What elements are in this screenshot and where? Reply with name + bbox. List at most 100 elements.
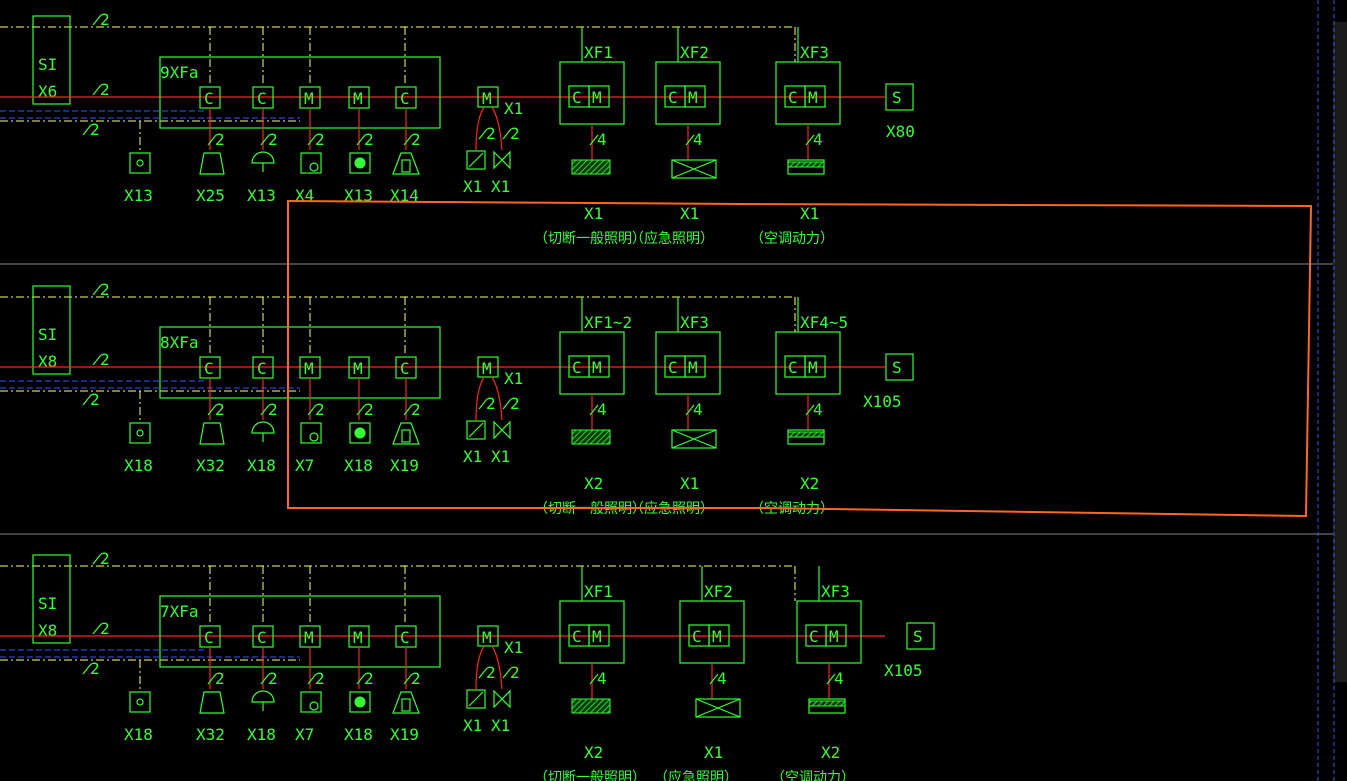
- wire-tick: [82, 394, 92, 406]
- panel-qty-label: X2: [584, 743, 603, 762]
- branch-wire: [491, 645, 503, 690]
- wire-tick: [403, 134, 413, 146]
- wire-count-label: 2: [486, 394, 496, 413]
- module-box-label: 9XFa: [160, 63, 199, 82]
- fire-panel-device-icon: [392, 691, 420, 714]
- wire-count-label: 2: [510, 663, 520, 682]
- module-block-label: C: [257, 628, 267, 647]
- wire-tick: [92, 84, 102, 96]
- panel-c-label: C: [692, 627, 702, 646]
- terminal-s-box: [885, 353, 914, 381]
- panel-label: XF3: [680, 313, 709, 332]
- lighting-cutoff-icon: [571, 159, 611, 175]
- wire-tick: [478, 667, 488, 679]
- panel-desc-label: （切断一般照明）: [534, 770, 646, 781]
- device-count-label: X1: [491, 177, 510, 196]
- wire-count-label: 4: [717, 669, 727, 688]
- panel-qty-label: X1: [680, 474, 699, 493]
- input-count-label: X14: [390, 186, 419, 205]
- panel-c-label: C: [668, 358, 678, 377]
- wire-count-label: 2: [364, 130, 374, 149]
- button-dot-icon: [354, 696, 366, 708]
- wire-tick: [260, 673, 270, 685]
- module-block-label: C: [204, 359, 214, 378]
- lighting-cutoff-icon: [571, 429, 611, 445]
- terminal-count-label: X105: [884, 661, 923, 680]
- panel-qty-label: X1: [680, 204, 699, 223]
- si-label: SI: [38, 594, 57, 613]
- input-count-label: X13: [247, 186, 276, 205]
- panel-m-block: [684, 355, 706, 378]
- branch-wire: [475, 106, 485, 151]
- button-device-icon: [349, 691, 371, 713]
- actuator-count-label: X1: [504, 369, 523, 388]
- valve-device-icon: [493, 420, 511, 440]
- input-count-label: X18: [247, 456, 276, 475]
- terminal-s-label: S: [913, 627, 923, 646]
- wire-tick: [589, 134, 599, 146]
- sensor-device-icon: [129, 691, 151, 713]
- fire-panel-device-icon: [392, 422, 420, 445]
- si-box: [32, 15, 71, 105]
- bell-device-icon: [251, 421, 275, 434]
- panel-m-block: [708, 624, 730, 647]
- speaker-device-icon: [199, 422, 225, 445]
- si-label: SI: [38, 55, 57, 74]
- fire-panel-door-icon: [401, 698, 411, 712]
- branch-wire: [475, 376, 485, 421]
- wire-count-label: 4: [597, 669, 607, 688]
- wire-tick: [356, 673, 366, 685]
- actuator-block: [477, 356, 499, 378]
- emergency-cross-icon: [671, 429, 717, 449]
- module-block-label: M: [353, 359, 363, 378]
- panel-m-label: M: [808, 358, 818, 377]
- wire-count-label: 4: [693, 400, 703, 419]
- wire-tick: [307, 404, 317, 416]
- wire-tick: [260, 134, 270, 146]
- panel-c-label: C: [572, 627, 582, 646]
- panel-desc-label: （切断一般照明）: [534, 501, 646, 517]
- speaker-device-icon: [199, 152, 225, 175]
- si-label: SI: [38, 325, 57, 344]
- sensor-dot-icon: [136, 159, 144, 167]
- panel-label: XF1: [584, 582, 613, 601]
- wire-count-label: 2: [100, 10, 110, 29]
- input-count-label: X18: [247, 725, 276, 744]
- input-count-label: X32: [196, 725, 225, 744]
- panel-qty-label: X1: [704, 743, 723, 762]
- wire-count-label: 2: [215, 130, 225, 149]
- panel-m-block: [684, 85, 706, 108]
- panel-m-label: M: [808, 88, 818, 107]
- switch-device-icon: [466, 150, 486, 170]
- sensor-device-icon: [129, 152, 151, 174]
- module-box-label: 8XFa: [160, 333, 199, 352]
- input-count-label: X19: [390, 456, 419, 475]
- panel-m-block: [588, 85, 610, 108]
- si-box: [32, 285, 71, 375]
- panel-c-label: C: [788, 358, 798, 377]
- panel-qty-label: X1: [800, 204, 819, 223]
- branch-wire: [491, 376, 503, 421]
- module-block-label: M: [304, 359, 314, 378]
- wire-count-label: 2: [486, 663, 496, 682]
- wire-tick: [502, 667, 512, 679]
- panel-m-label: M: [688, 358, 698, 377]
- wire-count-label: 2: [268, 130, 278, 149]
- panel-c-label: C: [788, 88, 798, 107]
- wire-tick: [82, 663, 92, 675]
- branch-wire: [475, 645, 485, 690]
- panel-m-label: M: [592, 627, 602, 646]
- vertical-scrollbar[interactable]: [1333, 22, 1347, 682]
- wire-tick: [589, 673, 599, 685]
- panel-m-block: [825, 624, 847, 647]
- wire-tick: [403, 404, 413, 416]
- panel-m-block: [588, 355, 610, 378]
- switch-device-icon: [466, 420, 486, 440]
- panel-label: XF3: [800, 43, 829, 62]
- wire-count-label: 2: [90, 390, 100, 409]
- button-dot-icon: [354, 157, 366, 169]
- button-device-icon: [349, 422, 371, 444]
- hvac-power-hatch-icon: [787, 161, 825, 168]
